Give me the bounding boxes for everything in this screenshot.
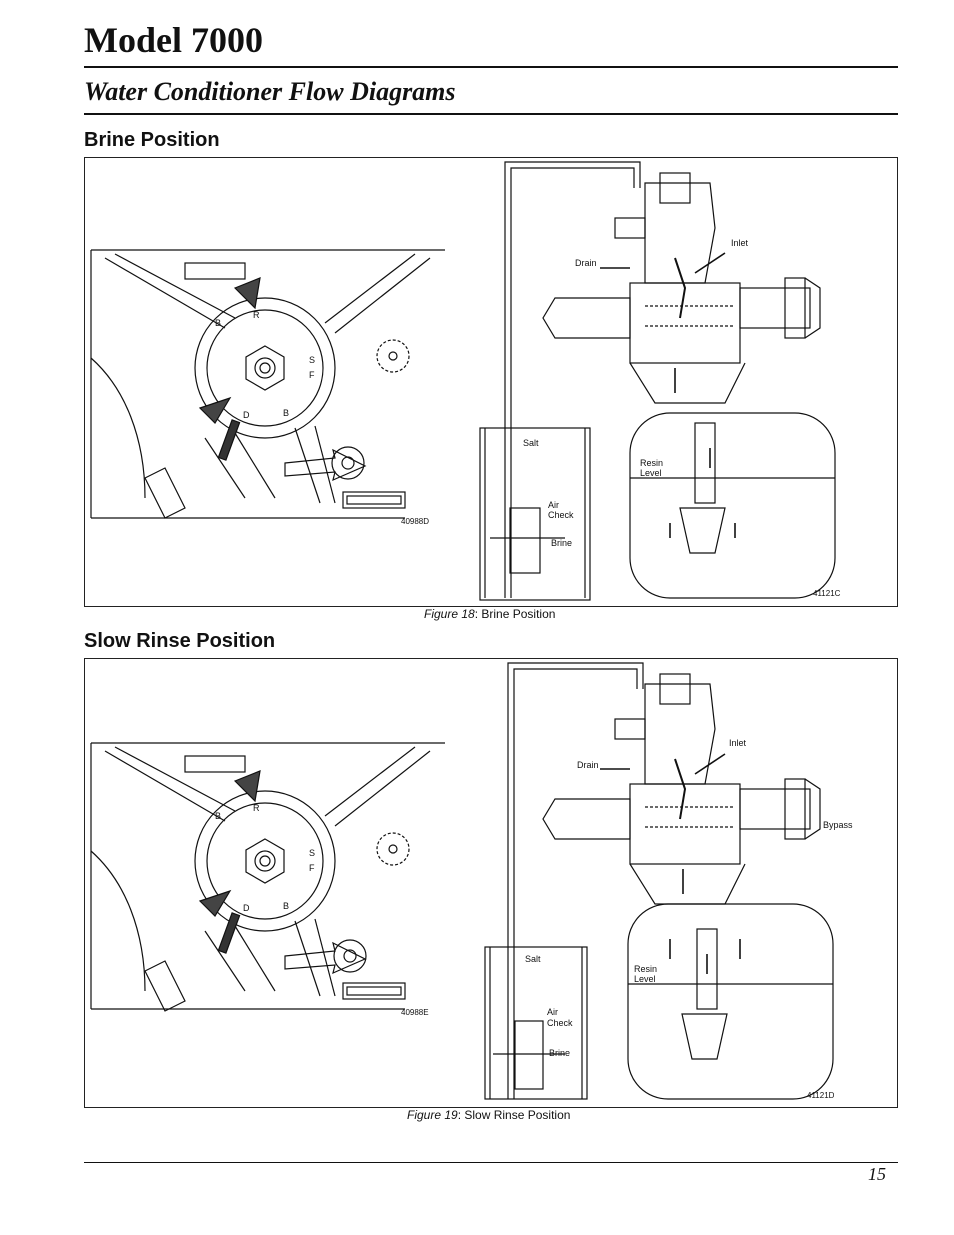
label-air: Air [548,500,559,510]
label-level: Level [634,974,656,984]
section-heading-brine-position: Brine Position [84,129,220,151]
label-salt: Salt [525,954,541,964]
valve-assembly [479,161,836,601]
cam-label-r: R [253,310,260,320]
cam-label-d: D [243,903,250,913]
cam-label-b2: B [283,408,289,418]
figure-caption-text: : Brine Position [474,607,556,621]
figure-brine-position: B R S F D B 40988D [84,157,898,607]
cam-label-s: S [309,355,315,365]
label-drain: Drain [577,760,599,770]
page-subtitle: Water Conditioner Flow Diagrams [84,77,456,106]
label-check: Check [548,510,574,520]
section-heading-slow-rinse-position: Slow Rinse Position [84,630,276,652]
figure-caption-label: Figure 18 [424,607,475,621]
label-resin: Resin [634,964,657,974]
label-brine: Brine [549,1048,570,1058]
label-air: Air [547,1007,558,1017]
cam-label-d: D [243,410,250,420]
valve-assembly [484,662,834,1100]
figure-slow-rinse-position: B R S F D B 40988E [84,658,898,1108]
subtitle-rule [84,113,898,115]
figure-caption-label: Figure 19 [407,1108,458,1122]
cam-label-b1: B [215,811,221,821]
cam-detail [90,742,445,1012]
cam-label-r: R [253,803,260,813]
cam-label-f: F [309,370,315,380]
page-number: 15 [868,1164,886,1184]
cam-label-s: S [309,848,315,858]
title-rule [84,66,898,68]
label-salt: Salt [523,438,539,448]
label-inlet: Inlet [729,738,747,748]
right-part-number: 41121D [807,1091,835,1100]
right-part-number: 41121C [813,589,841,598]
figure-caption-19: Figure 19: Slow Rinse Position [407,1108,570,1122]
label-level: Level [640,468,662,478]
brine-position-diagram: B R S F D B 40988D [90,161,841,601]
figure-caption-18: Figure 18: Brine Position [424,607,555,621]
label-check: Check [547,1018,573,1028]
label-drain: Drain [575,258,597,268]
cam-label-f: F [309,863,315,873]
cam-label-b1: B [215,318,221,328]
label-bypass: Bypass [823,820,853,830]
cam-detail [90,249,445,519]
label-resin: Resin [640,458,663,468]
footer-rule [84,1162,898,1163]
cam-label-b2: B [283,901,289,911]
figure-caption-text: : Slow Rinse Position [457,1108,571,1122]
page-title: Model 7000 [84,20,263,60]
slow-rinse-position-diagram: B R S F D B 40988E [90,662,853,1100]
left-part-number: 40988D [401,517,429,526]
label-inlet: Inlet [731,238,749,248]
left-part-number: 40988E [401,1008,429,1017]
label-brine: Brine [551,538,572,548]
